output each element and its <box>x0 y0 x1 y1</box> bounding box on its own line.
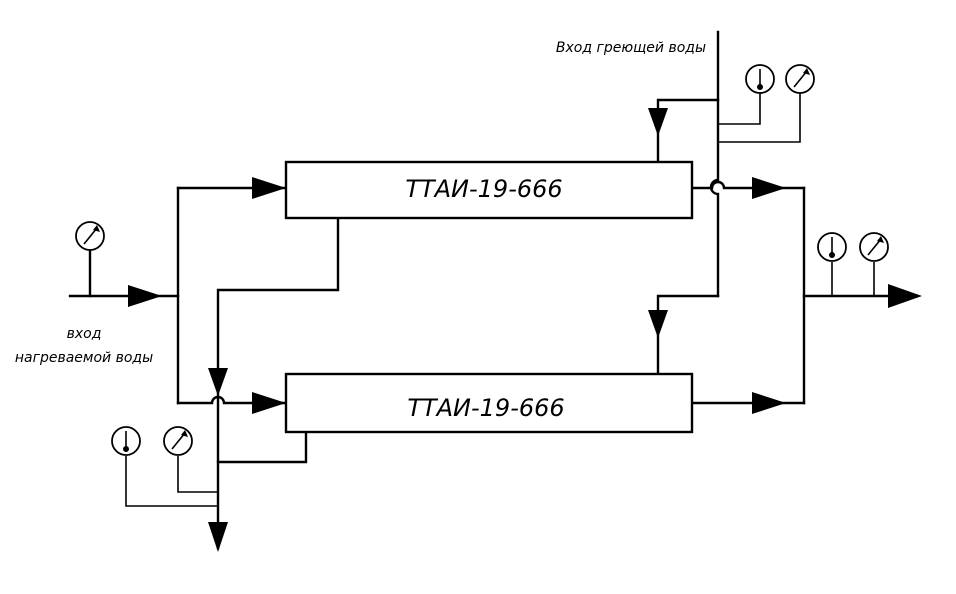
heating-water-return-line <box>125 216 340 550</box>
exchanger-top: ТТАИ-19-666 <box>284 160 694 220</box>
top-outlet-arrow <box>752 177 786 199</box>
heating-main-thermometer-icon <box>745 64 775 94</box>
exchanger-bottom: ТТАИ-19-666 <box>284 372 694 434</box>
to-bottom-exchanger-arrow <box>252 392 286 414</box>
heated-water-inlet-label-line2: нагреваемой воды <box>15 350 153 366</box>
return-outlet-arrow <box>208 522 228 552</box>
to-top-exchanger-arrow <box>252 177 286 199</box>
heated-inlet-arrow <box>128 285 162 307</box>
heating-main-instrument-taps <box>718 92 801 143</box>
outlet-thermometer-icon <box>817 232 847 262</box>
exchanger-top-label: ТТАИ-19-666 <box>405 175 562 203</box>
heating-branch-top-arrow <box>648 108 668 136</box>
heating-branch-bottom-arrow <box>648 310 668 338</box>
heated-water-outlet-line <box>690 180 892 405</box>
heating-main-pressure-gauge-icon <box>785 64 815 94</box>
final-outlet-arrow <box>888 284 922 308</box>
bottom-outlet-arrow <box>752 392 786 414</box>
heated-water-inlet-line <box>68 186 288 405</box>
return-mid-arrow <box>208 368 228 396</box>
heating-water-inlet-label: Вход греющей воды <box>556 40 706 56</box>
return-thermometer-icon <box>111 426 141 456</box>
exchanger-bottom-label: ТТАИ-19-666 <box>407 394 564 422</box>
inlet-pressure-gauge-icon <box>75 221 105 251</box>
return-pressure-gauge-icon <box>163 426 193 456</box>
outlet-pressure-gauge-icon <box>859 232 889 262</box>
heated-water-inlet-label-line1: вход <box>67 326 102 342</box>
